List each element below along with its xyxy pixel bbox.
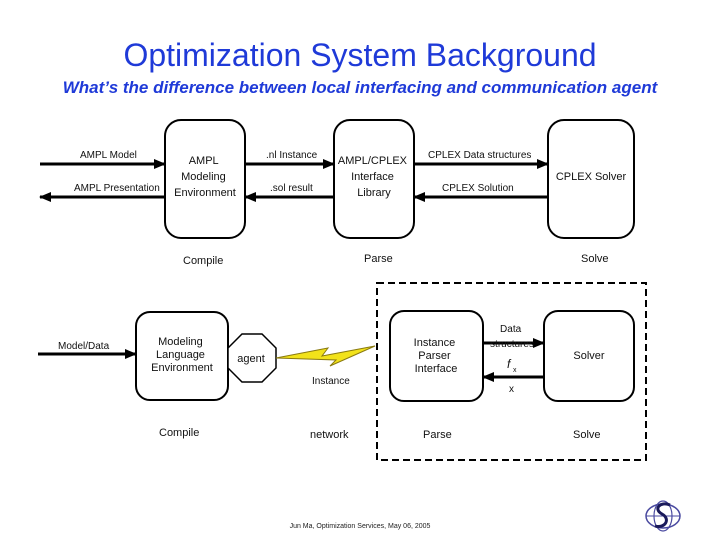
parser-box-line2: Parser — [418, 350, 451, 362]
cplex-box-line2: Interface — [351, 171, 394, 183]
cplex-solver-label: CPLEX Solver — [556, 171, 627, 183]
bottom-stage-solve: Solve — [573, 429, 601, 441]
nl-instance-label: .nl Instance — [266, 150, 318, 161]
slide-footer: Jun Ma, Optimization Services, May 06, 2… — [289, 523, 431, 530]
svg-text:Modeling Language: Modeling Language Environment — [151, 336, 213, 374]
cplex-data-label: CPLEX Data structures — [428, 150, 531, 161]
instance-label: Instance — [312, 376, 350, 387]
solver-box — [543, 310, 635, 402]
cplex-solution-label: CPLEX Solution — [442, 183, 514, 194]
sol-result-label: .sol result — [270, 183, 313, 194]
svg-text:f: f — [507, 357, 512, 371]
slide-subtitle: What’s the difference between local inte… — [62, 78, 658, 97]
x-label: x — [509, 384, 514, 395]
ampl-presentation-label: AMPL Presentation — [74, 183, 160, 194]
data-structures-line1: Data — [500, 324, 522, 335]
instance-parser-box — [389, 310, 484, 402]
top-stage-parse: Parse — [364, 253, 393, 265]
agent-label: agent — [237, 353, 265, 365]
data-structures-line2: structures — [490, 339, 534, 350]
svg-text:Data structures: Data structures — [490, 324, 534, 350]
modeling-box-line3: Environment — [151, 362, 213, 374]
bottom-stage-compile: Compile — [159, 427, 199, 439]
agent-octagon — [227, 333, 277, 383]
svg-text:AMPL Model: AMPL Model — [80, 150, 137, 161]
parser-box-line3: Interface — [415, 363, 458, 375]
cplex-interface-box — [333, 119, 415, 239]
lightning-bolt — [275, 345, 376, 367]
top-stage-compile: Compile — [183, 255, 223, 267]
slide-title: Optimization System Background — [123, 37, 597, 73]
ampl-box-line1: AMPL — [189, 155, 219, 167]
fx-label: f — [507, 357, 512, 371]
bottom-diagram: Modeling Language Environment agent Inst… — [38, 282, 647, 461]
cplex-box-line3: Library — [357, 187, 391, 199]
fx-subscript: x — [513, 367, 517, 374]
svg-text:AMPL Modeling Envi: AMPL Modeling Environment — [174, 155, 236, 199]
ampl-model-label: AMPL Model — [80, 150, 137, 161]
os-logo-icon — [645, 500, 681, 532]
ampl-box-line2: Modeling — [181, 171, 226, 183]
ampl-modeling-box — [164, 119, 246, 239]
top-diagram: AMPL Modeling Environment AMPL/CPLEX Int… — [39, 119, 635, 267]
svg-text:Instance Parser In: Instance Parser Interface — [414, 337, 459, 375]
model-data-label: Model/Data — [58, 341, 110, 352]
solver-label: Solver — [573, 350, 605, 362]
remote-server-boundary — [376, 282, 647, 461]
svg-text:AMPL/CPLEX Interface: AMPL/CPLEX Interface Library — [338, 155, 410, 199]
ampl-box-line3: Environment — [174, 187, 236, 199]
cplex-solver-box — [547, 119, 635, 239]
bottom-stage-parse: Parse — [423, 429, 452, 441]
bottom-stage-network: network — [310, 429, 349, 441]
cplex-box-line1: AMPL/CPLEX — [338, 155, 408, 167]
top-stage-solve: Solve — [581, 253, 609, 265]
parser-box-line1: Instance — [414, 337, 456, 349]
modeling-box-line1: Modeling — [158, 336, 203, 348]
modeling-box-line2: Language — [156, 349, 205, 361]
